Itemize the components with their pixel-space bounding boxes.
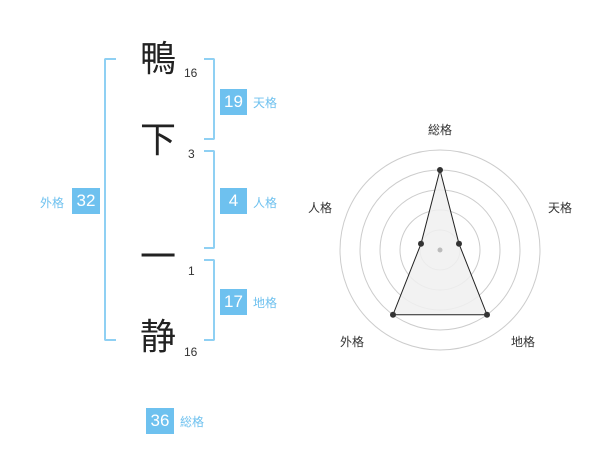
radar-point-5 — [418, 240, 424, 247]
radar-point-3 — [484, 311, 490, 318]
radar-axis-label-soukaku: 総格 — [428, 123, 453, 137]
name-char-3: 一 — [140, 237, 177, 278]
stroke-count-2: 3 — [188, 147, 195, 161]
name-char-2: 下 — [140, 120, 177, 161]
tenkaku-bracket — [204, 58, 215, 140]
radar-ring-5 — [339, 149, 541, 351]
jinkaku-bracket — [204, 150, 215, 249]
chikaku-label: 地格 — [253, 296, 278, 310]
chikaku-bracket — [204, 259, 215, 341]
soukaku-value: 36 — [146, 408, 174, 434]
name-char-4: 静 — [140, 317, 177, 358]
stroke-count-3: 1 — [188, 264, 195, 278]
stroke-count-1: 16 — [184, 66, 198, 80]
radar-point-4 — [390, 311, 396, 318]
name-char-1: 鴨 — [140, 39, 177, 80]
gaikaku-label: 外格 — [40, 196, 65, 210]
soukaku-label: 総格 — [180, 415, 205, 429]
chikaku-value: 17 — [220, 289, 247, 315]
radar-axis-label-tenkaku: 天格 — [548, 201, 573, 215]
radar-axis-label-jinkaku: 人格 — [308, 201, 333, 215]
tenkaku-value: 19 — [220, 89, 247, 115]
radar-axis-label-chikaku: 地格 — [511, 335, 536, 349]
stroke-count-4: 16 — [184, 345, 198, 359]
gaikaku-bracket — [104, 58, 116, 341]
radar-point-1 — [437, 167, 443, 173]
radar-point-2 — [456, 240, 462, 247]
jinkaku-label: 人格 — [253, 196, 278, 210]
radar-axis-label-gaikaku: 外格 — [340, 335, 365, 349]
jinkaku-value: 4 — [220, 188, 247, 214]
radar-data-polygon — [392, 169, 488, 316]
radar-center-point — [437, 247, 443, 253]
gaikaku-value: 32 — [72, 188, 100, 214]
tenkaku-label: 天格 — [253, 96, 278, 110]
